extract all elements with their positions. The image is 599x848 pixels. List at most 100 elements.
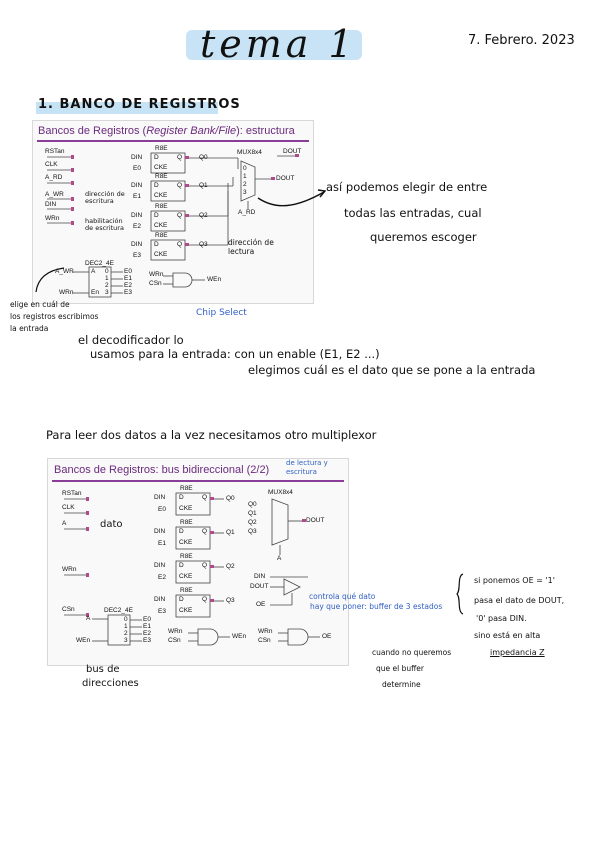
mux-select-a: A	[277, 555, 282, 562]
mux-input-q0: Q0	[248, 501, 257, 508]
decoder-label: DEC2_4E	[104, 607, 133, 614]
note-oe-5: impedancia Z	[490, 648, 545, 657]
mux-output-dout: DOUT	[306, 517, 325, 524]
buffer-oe: OE	[256, 601, 266, 608]
register-input-din: DIN	[154, 494, 166, 501]
note-dato: dato	[100, 519, 123, 530]
register-pin-d: D	[179, 528, 184, 535]
note-mid-2: usamos para la entrada: con un enable (E…	[90, 347, 380, 361]
register-output-q2: Q2	[199, 212, 208, 219]
decoder-output-e2: E2	[143, 630, 151, 637]
register-pin-cke: CKE	[154, 222, 168, 229]
decoder-label: DEC2_4E	[85, 260, 114, 267]
decoder-num-0: 0	[124, 616, 128, 623]
signal-wrn: WRn	[62, 566, 77, 573]
register-pin-d: D	[179, 596, 184, 603]
decoder-pin-en: En	[91, 289, 99, 296]
gate2-input-csn: CSn	[258, 637, 271, 644]
decoder-num-2: 2	[105, 282, 109, 289]
decoder-output-e3: E3	[143, 637, 151, 644]
decoder-num-0: 0	[105, 268, 109, 275]
register-input-e0: E0	[158, 506, 166, 513]
signal-clk: CLK	[45, 161, 58, 168]
register-pin-cke: CKE	[154, 164, 168, 171]
page-title: tema 1	[200, 22, 357, 66]
note-mux-2: todas las entradas, cual	[344, 206, 482, 220]
register-pin-d: D	[179, 494, 184, 501]
register-output-q3: Q3	[226, 597, 235, 604]
gate1-input-csn: CSn	[168, 637, 181, 644]
register-output-q3: Q3	[199, 241, 208, 248]
note-dec-3: la entrada	[10, 324, 49, 333]
register-pin-q: Q	[177, 212, 183, 219]
decoder-num-3: 3	[105, 289, 109, 296]
signal-a-wr: A_WR	[45, 191, 64, 198]
title-highlight	[186, 30, 362, 60]
note-dir-escritura: dirección de escritura	[85, 190, 125, 205]
note-buffer-2: hay que poner: buffer de 3 estados	[310, 602, 443, 611]
register-pin-cke: CKE	[179, 607, 193, 614]
mux-input-q1: Q1	[248, 510, 257, 517]
register-label: R8E	[180, 587, 193, 594]
register-pin-d: D	[154, 212, 159, 219]
register-pin-d: D	[154, 241, 159, 248]
note-noquer-2: que el buffer	[376, 664, 424, 673]
arrow-to-mux-comment	[257, 189, 327, 207]
gate1-input-wrn: WRn	[168, 628, 183, 635]
slide1-title-rule	[37, 140, 309, 142]
slide-register-bank-bidirectional: Bancos de Registros: bus bidireccional (…	[47, 458, 349, 666]
note-noquer-3: determine	[382, 680, 421, 689]
note-oe-3: '0' pasa DIN.	[476, 614, 527, 623]
gate2-output-oe: OE	[322, 633, 332, 640]
note-mux-3: queremos escoger	[370, 230, 477, 244]
mux-input-3: 3	[243, 189, 247, 196]
note-mux-1: así podemos elegir de entre	[326, 180, 488, 194]
register-input-e3: E3	[158, 608, 166, 615]
decoder-input-wrn: WRn	[59, 289, 74, 296]
signal-rstan: RSTan	[62, 490, 82, 497]
register-input-e3: E3	[133, 252, 141, 259]
decoder-input-a-wr: A_WR	[55, 268, 74, 275]
register-input-din: DIN	[131, 241, 143, 248]
register-output-q0: Q0	[199, 154, 208, 161]
decoder-num-1: 1	[124, 623, 128, 630]
note-oe-1: si ponemos OE = '1'	[474, 576, 555, 585]
register-input-din: DIN	[131, 182, 143, 189]
slide2-title-note: de lectura y escritura	[286, 459, 328, 476]
signal-a: A	[62, 520, 67, 527]
register-label: R8E	[155, 145, 168, 152]
register-pin-cke: CKE	[179, 505, 193, 512]
register-pin-q: Q	[177, 241, 183, 248]
decoder-output-e0: E0	[124, 268, 132, 275]
mux-label: MUX8x4	[237, 149, 262, 156]
register-input-e1: E1	[158, 540, 166, 547]
slide2-title-rule	[52, 480, 344, 482]
register-pin-q: Q	[202, 528, 208, 535]
note-oe-4: sino está en alta	[474, 631, 541, 640]
signal-csn: CSn	[62, 606, 75, 613]
register-pin-cke: CKE	[179, 539, 193, 546]
decoder-output-e2: E2	[124, 282, 132, 289]
register-input-din: DIN	[154, 596, 166, 603]
dout-top-label: DOUT	[283, 148, 302, 155]
note-bus-2: direcciones	[82, 678, 139, 689]
register-output-q0: Q0	[226, 495, 235, 502]
gate-input-csn: CSn	[149, 280, 162, 287]
register-label: R8E	[155, 203, 168, 210]
register-pin-cke: CKE	[179, 573, 193, 580]
register-input-e2: E2	[133, 223, 141, 230]
register-input-e0: E0	[133, 165, 141, 172]
decoder-input-wen: WEn	[76, 637, 91, 644]
note-buffer-1: controla qué dato	[309, 592, 376, 601]
gate-input-wrn: WRn	[149, 271, 164, 278]
decoder-output-e1: E1	[143, 623, 151, 630]
register-output-q2: Q2	[226, 563, 235, 570]
signal-rstan: RSTan	[45, 148, 65, 155]
register-pin-q: Q	[177, 154, 183, 161]
note-dec-2: los registros escribimos	[10, 312, 99, 321]
note-chip-select: Chip Select	[196, 308, 247, 318]
section-heading: 1. BANCO DE REGISTROS	[38, 97, 241, 112]
note-oe-2: pasa el dato de DOUT,	[474, 596, 565, 605]
note-mid-4: Para leer dos datos a la vez necesitamos…	[46, 428, 377, 442]
register-input-e1: E1	[133, 193, 141, 200]
